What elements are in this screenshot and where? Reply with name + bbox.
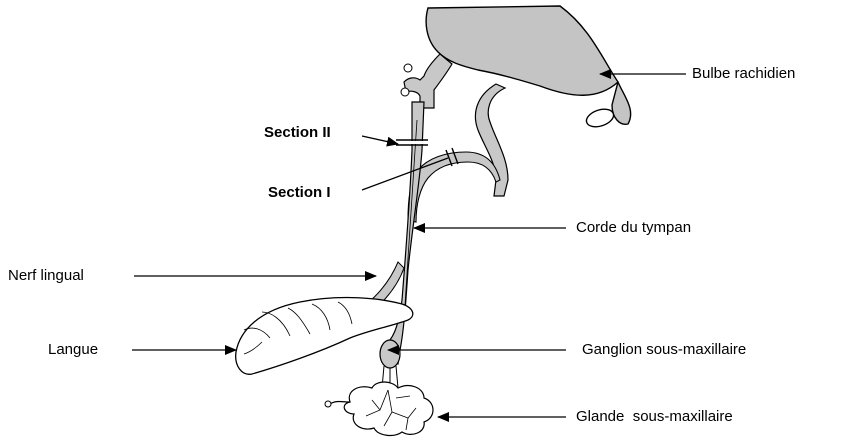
nerve-root — [404, 54, 452, 108]
label-bulbe-rachidien: Bulbe rachidien — [692, 65, 795, 83]
glande-shape — [344, 382, 433, 435]
label-section-ii: Section II — [264, 124, 331, 142]
corde-du-tympan-arch — [408, 152, 500, 222]
label-corde-du-tympan: Corde du tympan — [576, 219, 691, 237]
ganglion-shape — [380, 340, 400, 368]
bulbe-cut-surface — [584, 106, 616, 130]
nerve-root-knob-2 — [401, 88, 409, 96]
label-nerf-lingual: Nerf lingual — [8, 267, 84, 285]
label-langue: Langue — [48, 341, 98, 359]
glande-duct-end — [325, 401, 331, 407]
bulbe-rachidien-shape — [426, 6, 631, 124]
leader-section-i — [362, 158, 448, 190]
arrow-section-ii — [362, 136, 398, 144]
nerve-root-knob — [404, 64, 412, 72]
label-section-i: Section I — [268, 184, 331, 202]
corde-du-tympan-loop — [475, 84, 508, 196]
label-glande-sous-maxillaire: Glande sous-maxillaire — [576, 408, 733, 426]
label-ganglion-sous-maxillaire: Ganglion sous-maxillaire — [582, 341, 746, 359]
